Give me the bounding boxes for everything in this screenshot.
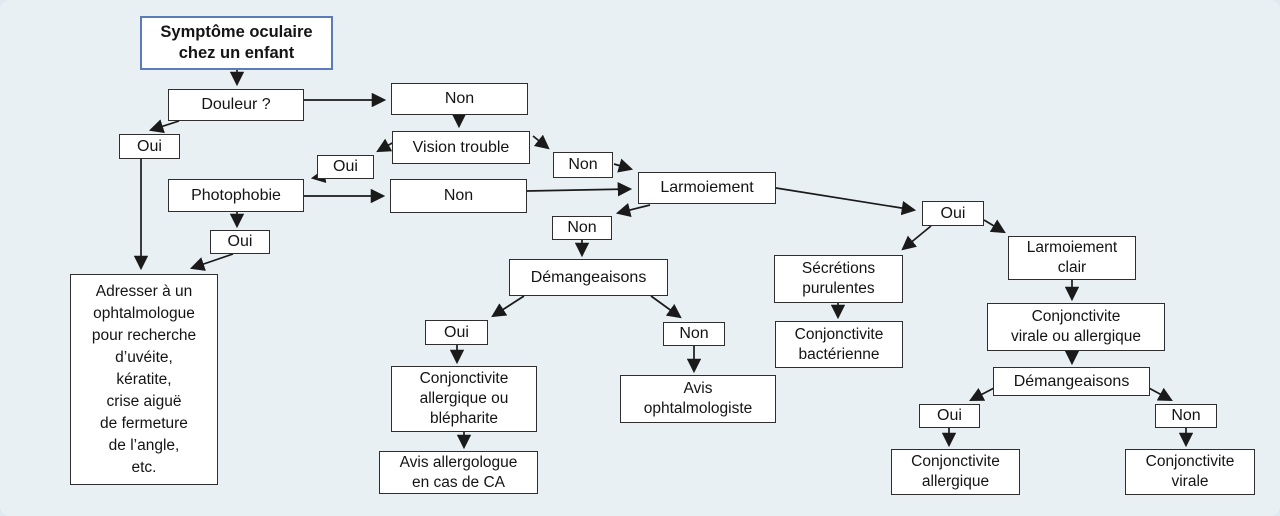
node-non-demangeaisons: Non <box>663 322 725 346</box>
node-oui-demangeaisons: Oui <box>425 320 488 345</box>
node-conjonctivite-allergique-blepharite: Conjonctivite allergique ou blépharite <box>391 366 537 432</box>
node-vision-trouble: Vision trouble <box>392 131 530 164</box>
node-secretions-purulentes: Sécrétions purulentes <box>774 255 903 303</box>
node-demangeaisons-2: Démangeaisons <box>993 367 1150 396</box>
node-avis-ophtalmologiste: Avis ophtalmologiste <box>620 375 776 423</box>
node-larmoiement: Larmoiement <box>638 172 776 204</box>
node-symptome-oculaire: Symptôme oculaire chez un enfant <box>140 16 333 70</box>
node-photophobie: Photophobie <box>168 179 304 212</box>
node-oui-photophobie: Oui <box>210 230 270 254</box>
node-non-photophobie: Non <box>390 179 527 213</box>
node-oui-demangeaisons-2: Oui <box>919 404 980 428</box>
node-conjonctivite-virale-ou-allergique: Conjonctivite virale ou allergique <box>987 303 1165 351</box>
node-oui-douleur: Oui <box>119 134 180 159</box>
node-conjonctivite-virale: Conjonctivite virale <box>1125 449 1255 495</box>
node-demangeaisons: Démangeaisons <box>509 259 668 296</box>
node-non-larmoiement: Non <box>552 216 612 240</box>
node-oui-larmoiement: Oui <box>922 201 984 226</box>
node-avis-allergologue: Avis allergologue en cas de CA <box>379 451 538 494</box>
node-oui-vision: Oui <box>317 155 374 179</box>
node-non-demangeaisons-2: Non <box>1155 404 1217 428</box>
node-conjonctivite-allergique: Conjonctivite allergique <box>891 449 1020 495</box>
node-adresser-ophtalmologue: Adresser à un ophtalmologue pour recherc… <box>70 274 218 485</box>
node-conjonctivite-bacterienne: Conjonctivite bactérienne <box>775 321 903 368</box>
node-non-douleur: Non <box>391 83 528 115</box>
node-non-vision: Non <box>553 152 613 178</box>
node-larmoiement-clair: Larmoiement clair <box>1008 236 1136 280</box>
node-douleur: Douleur ? <box>168 89 304 121</box>
